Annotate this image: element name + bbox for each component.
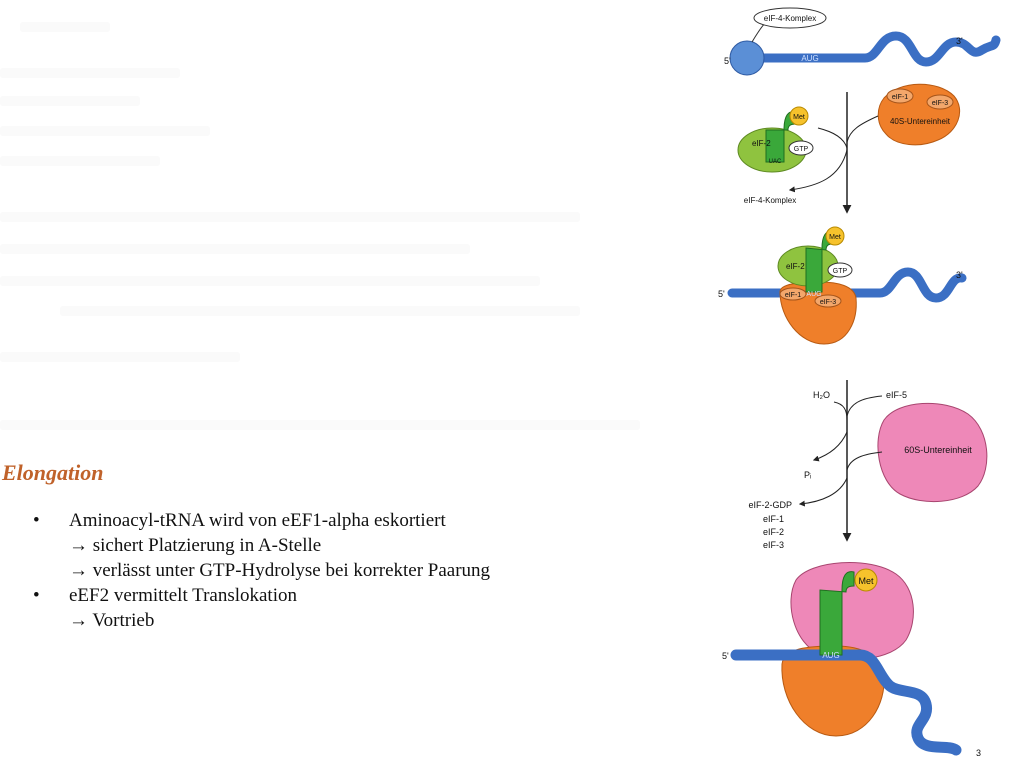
eif2-label: eIF-2 (786, 262, 805, 271)
translation-initiation-diagram: eIF-4-Komplex 5' 3' AUG Met GTP eIF-2 UA… (718, 7, 1001, 758)
eif4-release-label: eIF-4-Komplex (744, 196, 796, 205)
bullet-dot: • (33, 585, 40, 606)
stage-subunit-joining: H₂O eIF-5 60S-Untereinheit Pᵢ eIF-2-GDP … (748, 390, 988, 550)
met-amino-acid (825, 226, 845, 246)
eif5-curve (846, 395, 883, 417)
stage-scanning-complex: Met GTP eIF-2 eIF-1 eIF-3 AUG 5' 3' (718, 226, 967, 345)
aug-label: AUG (822, 651, 839, 660)
aug-label: AUG (801, 54, 818, 63)
eif1-label: eIF-1 (785, 292, 801, 299)
released-factor-label: eIF-1 (763, 514, 784, 524)
eif3-label: eIF-3 (932, 100, 948, 107)
eif2-label: eIF-2 (752, 139, 771, 148)
60s-label: 60S-Untereinheit (904, 445, 972, 455)
eif4-complex-callout (753, 7, 827, 29)
released-factor-label: eIF-2 (763, 527, 784, 537)
gtp-label: GTP (833, 268, 848, 275)
water-curve (833, 401, 848, 421)
gtp-label: GTP (794, 146, 809, 153)
stage-80s-complex: Met AUG 5' 3 (722, 562, 981, 758)
met-label: Met (829, 234, 841, 241)
met-amino-acid (789, 106, 809, 126)
uac-label: UAC (769, 159, 782, 165)
eif1-factor (779, 287, 807, 301)
eif5-label: eIF-5 (886, 390, 907, 400)
join-curve-left (817, 127, 848, 149)
60s-subunit (877, 402, 988, 503)
faded-background-text (0, 0, 660, 440)
gtp-bubble (827, 262, 853, 278)
join-curve-right (846, 115, 879, 143)
bullet-text: Aminoacyl-tRNA wird von eEF1-alpha eskor… (69, 510, 446, 531)
five-prime-label: 5' (722, 651, 729, 661)
sub-point: → Vortrieb (69, 610, 155, 631)
mrna-strand (735, 31, 1001, 67)
release-arrow-pi (812, 431, 848, 462)
mrna-strand (730, 649, 962, 756)
stage-preinitiation-components: Met GTP eIF-2 UAC eIF-1 eIF-3 40S-Untere… (737, 83, 960, 205)
eif3-factor (814, 294, 842, 308)
water-label: H₂O (813, 390, 830, 400)
released-factor-label: eIF-3 (763, 540, 784, 550)
sub-point: → sichert Platzierung in A-Stelle (69, 535, 322, 556)
aug-label: AUG (806, 291, 821, 298)
bullet-text: eEF2 vermittelt Translokation (69, 585, 297, 606)
section-heading: Elongation (2, 460, 104, 485)
sub-point: → verlässt unter GTP-Hydrolyse bei korre… (69, 560, 491, 581)
eif1-factor (886, 88, 914, 104)
join-60s-curve (846, 451, 883, 471)
gtp-bubble (788, 140, 814, 156)
trna-green (819, 571, 855, 656)
release-arrow-eif4 (788, 149, 848, 193)
bullet-dot: • (33, 510, 40, 531)
stage-cap-binding: eIF-4-Komplex 5' 3' AUG (724, 7, 1001, 76)
three-prime-label: 3' (956, 36, 963, 46)
eif3-factor (926, 94, 954, 110)
mrna-strand (727, 267, 967, 303)
bullet-item: • eEF2 vermittelt Translokation → Vortri… (33, 583, 490, 633)
bullet-list: • Aminoacyl-tRNA wird von eEF1-alpha esk… (33, 508, 490, 633)
met-amino-acid (854, 568, 878, 592)
phosphate-label: Pᵢ (804, 470, 811, 480)
eif4-complex-label: eIF-4-Komplex (764, 14, 816, 23)
eif3-label: eIF-3 (820, 299, 836, 306)
met-label: Met (858, 576, 874, 586)
three-prime-label: 3 (976, 748, 981, 758)
release-arrow-factors (798, 477, 848, 507)
eif1-label: eIF-1 (892, 94, 908, 101)
three-prime-label: 3' (956, 270, 963, 280)
40s-label: 40S-Untereinheit (890, 117, 951, 126)
cap-complex (729, 40, 765, 76)
bullet-item: • Aminoacyl-tRNA wird von eEF1-alpha esk… (33, 508, 490, 583)
released-factor-label: eIF-2-GDP (748, 500, 792, 510)
met-label: Met (793, 114, 805, 121)
five-prime-label: 5' (724, 56, 731, 66)
five-prime-label: 5' (718, 289, 725, 299)
